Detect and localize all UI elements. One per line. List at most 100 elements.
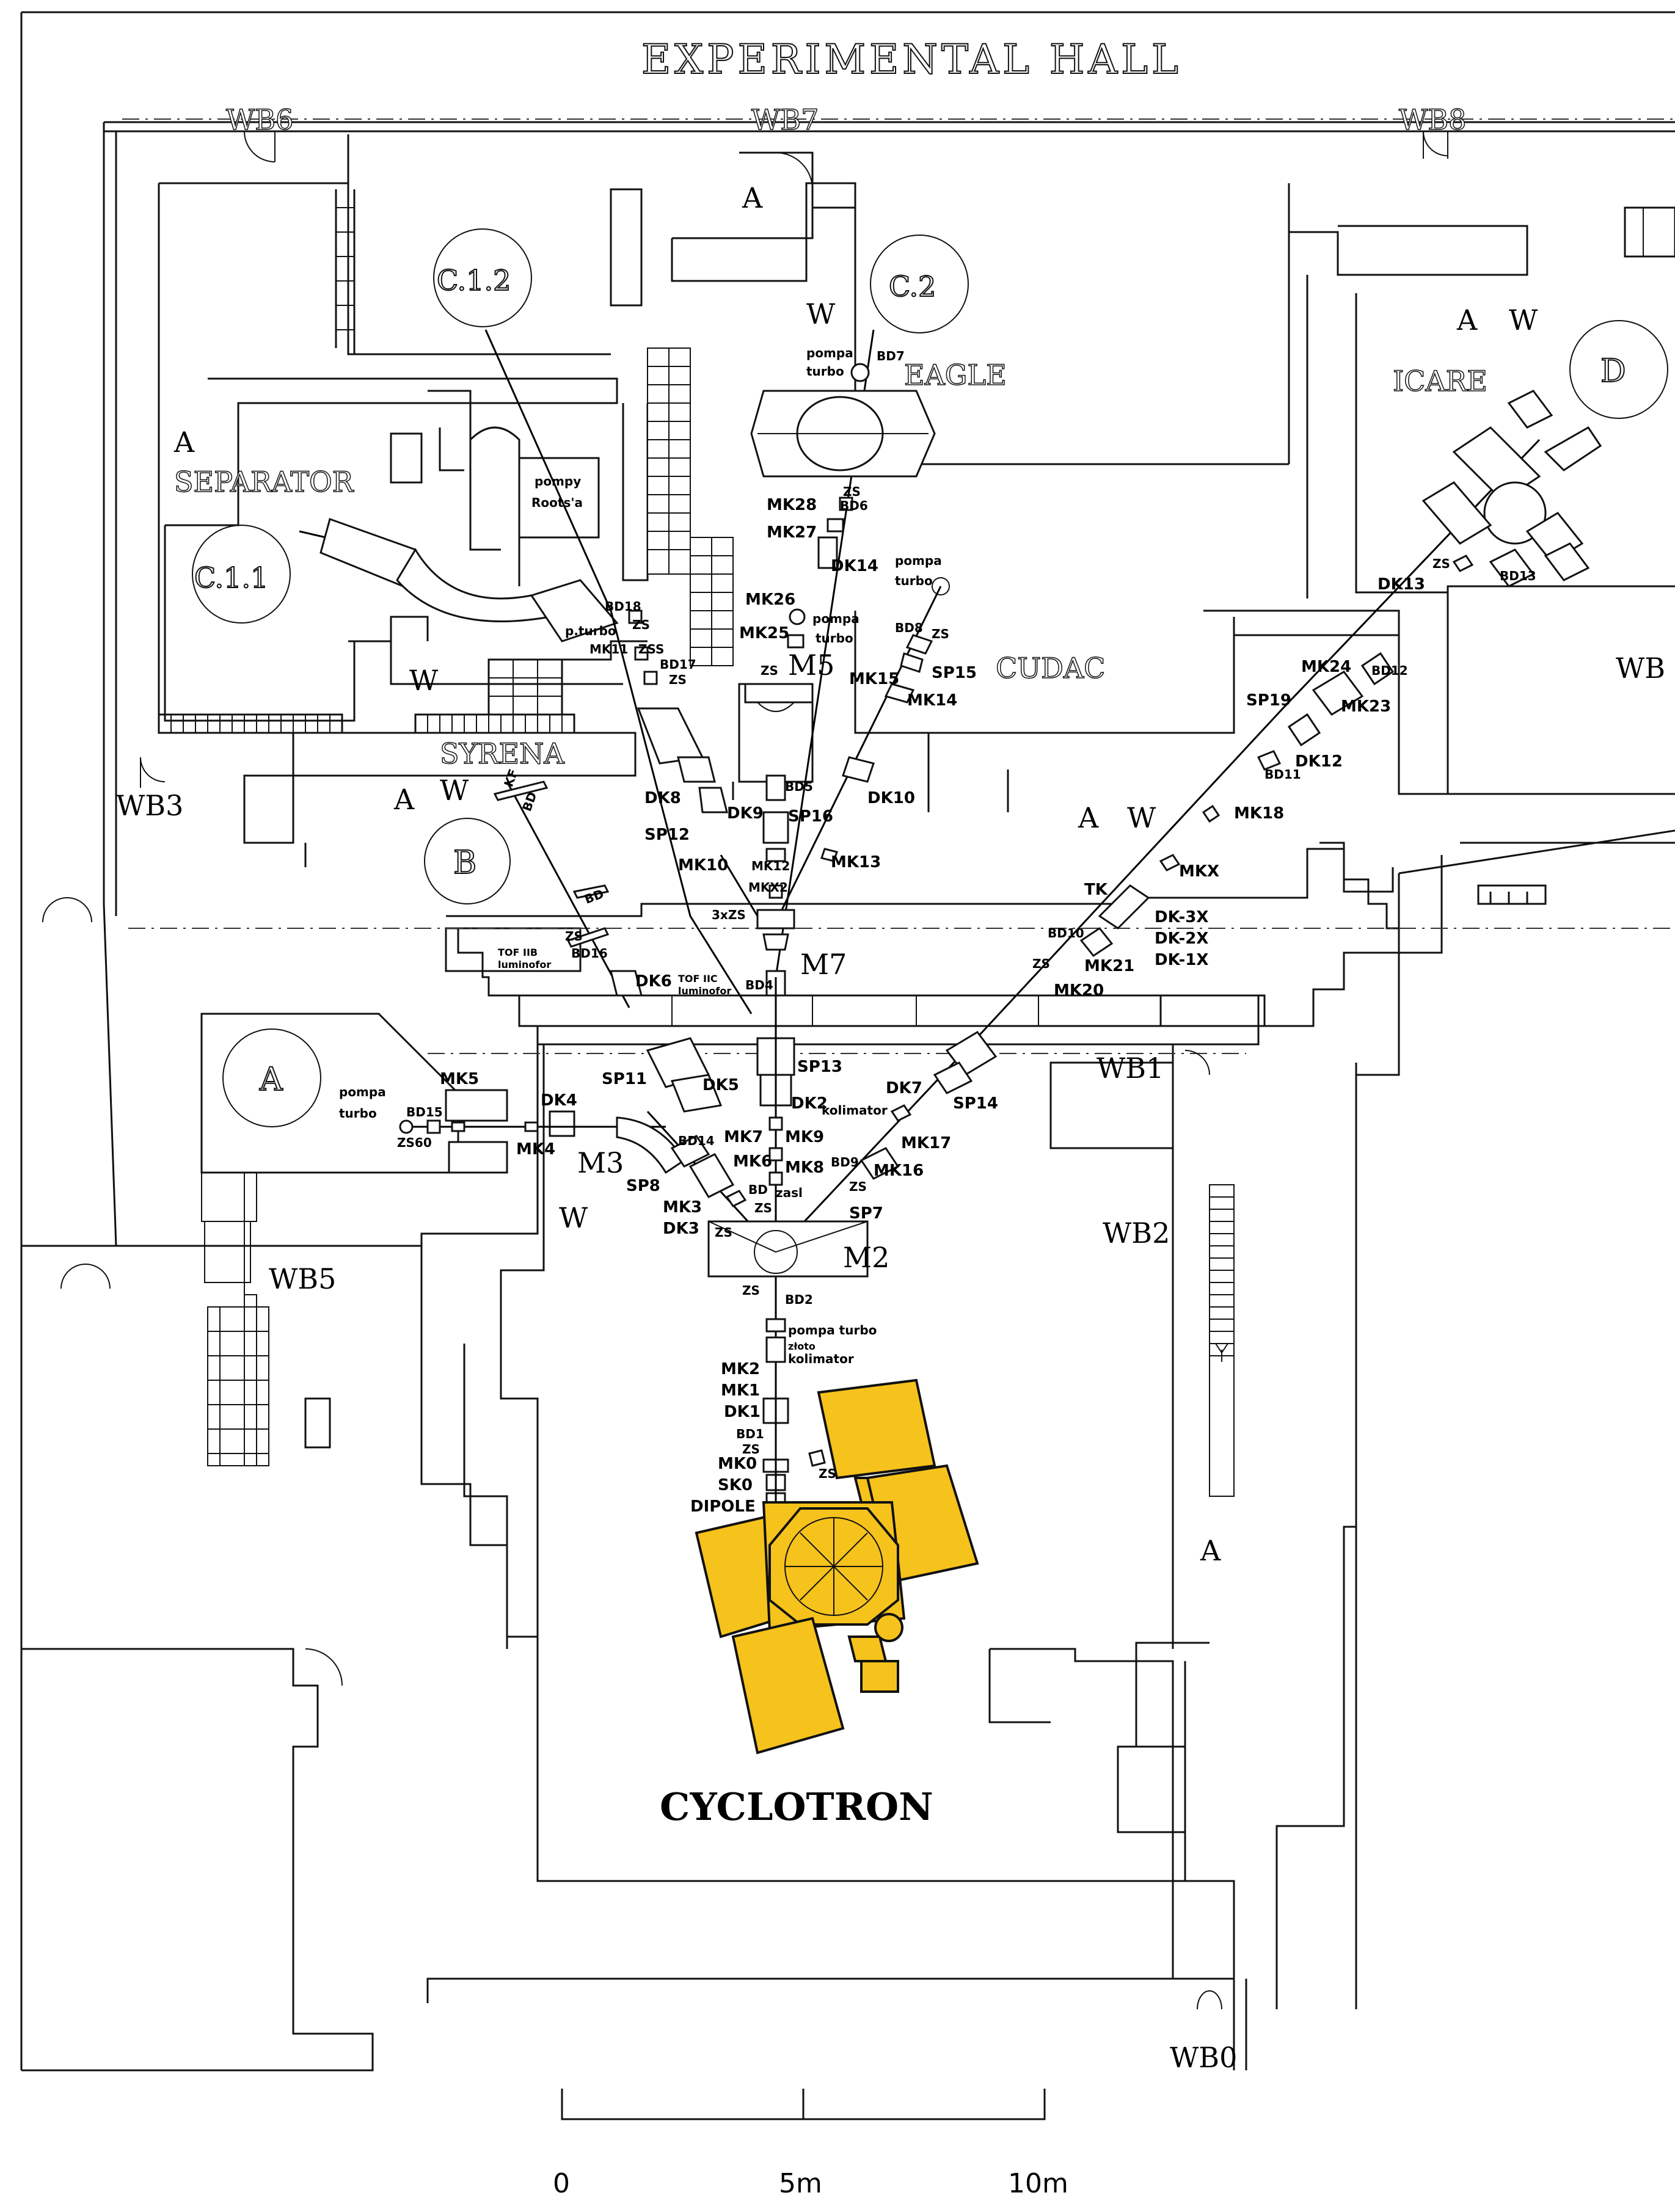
label-mkx2: MKX2 (748, 880, 788, 895)
label-sp19: SP19 (1246, 691, 1291, 710)
label-mk26: MK26 (745, 591, 795, 609)
label-mk13: MK13 (831, 853, 881, 871)
label-mk0: MK0 (718, 1455, 757, 1473)
label-kolimator-1: kolimator (822, 1103, 888, 1118)
label-bd8: BD8 (895, 620, 923, 635)
central-platform (446, 842, 1399, 1046)
label-bd12: BD12 (1371, 663, 1408, 678)
marker-w-5: W (1127, 801, 1156, 834)
label-bd16: BD16 (571, 946, 608, 961)
marker-a-5: A (1078, 801, 1099, 834)
label-kf: KF (501, 767, 521, 789)
label-pompa-turbo: pompa turbo (788, 1323, 877, 1337)
label-roots: Roots'a (531, 495, 583, 510)
label-zs60: ZS60 (397, 1135, 432, 1150)
label-sp8: SP8 (626, 1177, 660, 1195)
room-cudac: CUDAC (996, 652, 1105, 685)
magnet-m7: M7 (800, 948, 847, 981)
label-pompa-m5: pompa (812, 611, 859, 626)
label-bd7: BD7 (877, 349, 905, 363)
marker-a-6: A (1200, 1534, 1221, 1567)
equipment-labels: MK5 DK4 MK4 pompa turbo BD15 ZS60 pompy … (339, 346, 1536, 1516)
marker-a-4: A (393, 783, 415, 816)
label-zs-m2: ZS (754, 1201, 772, 1215)
label-dk6: DK6 (635, 972, 672, 991)
label-zs-cyc: ZS (742, 1442, 760, 1457)
markers: A W A W A W A W A W W A (173, 181, 1538, 1567)
label-mk2: MK2 (721, 1360, 760, 1378)
magnet-labels: M2 M3 M5 M7 (577, 649, 889, 1274)
label-zs-m2b: ZS (715, 1225, 732, 1240)
label-bd5: BD5 (785, 779, 813, 794)
label-sp14: SP14 (953, 1094, 998, 1113)
label-dk13: DK13 (1378, 575, 1425, 594)
gate-wb-right: WB (1616, 652, 1665, 685)
label-zloto: złoto (788, 1341, 816, 1352)
area-c2-label: C.2 (889, 270, 936, 303)
room-separator: SEPARATOR (174, 465, 354, 498)
label-sp16: SP16 (788, 807, 833, 826)
label-zss: ZSS (638, 642, 664, 657)
label-dk2: DK2 (791, 1094, 828, 1113)
label-three-zs: 3xZS (712, 908, 746, 922)
area-d-letter: D (1600, 353, 1626, 390)
label-dk10: DK10 (867, 789, 915, 807)
label-sp13: SP13 (797, 1058, 842, 1076)
marker-w-3: W (409, 664, 439, 697)
label-bd14: BD14 (678, 1133, 715, 1148)
label-dk1x: DK-1X (1155, 951, 1208, 969)
label-bd3: BD (748, 1182, 768, 1197)
marker-w-1: W (806, 297, 836, 330)
label-mk14: MK14 (907, 691, 957, 710)
label-dk1: DK1 (724, 1403, 761, 1421)
label-zs-mk20: ZS (1032, 956, 1050, 971)
scale-bar: 0 5m 10m (553, 2089, 1068, 2199)
m3-beamline (646, 1110, 777, 1253)
label-p-turbo: p.turbo (565, 624, 616, 638)
label-mk10: MK10 (678, 856, 728, 875)
area-c11-label: C.1.1 (194, 561, 268, 594)
label-zs-eagle: ZS (843, 484, 861, 499)
marker-a-3: A (173, 426, 195, 459)
label-mk6: MK6 (733, 1152, 772, 1171)
label-dk8: DK8 (644, 789, 681, 807)
label-mkx: MKX (1179, 862, 1219, 881)
label-tk: TK (1084, 881, 1108, 899)
label-mk12: MK12 (751, 859, 790, 873)
eagle-beamline (720, 235, 969, 1380)
label-dk7: DK7 (886, 1079, 922, 1097)
doors (42, 131, 1448, 2010)
label-dk5: DK5 (702, 1076, 739, 1094)
label-mk18: MK18 (1234, 804, 1284, 823)
label-mk5: MK5 (440, 1070, 479, 1088)
label-bd2: BD2 (785, 1292, 813, 1307)
gate-wb3: WB3 (116, 789, 183, 822)
label-mk11: MK11 (589, 642, 628, 657)
label-dk2x: DK-2X (1155, 930, 1208, 948)
label-bd1: BD1 (736, 1427, 764, 1441)
label-zs-sep: ZS (632, 617, 650, 632)
separator-beamline (192, 228, 753, 1113)
label-kolimator-2: kolimator (788, 1352, 854, 1366)
label-dipole: DIPOLE (690, 1497, 756, 1516)
label-zs-cudac: ZS (932, 627, 949, 641)
area-c12-label: C.1.2 (437, 264, 511, 297)
gate-wb0: WB0 (1170, 2041, 1237, 2074)
corridor-bars (243, 732, 1009, 972)
label-zs-syr: ZS (565, 929, 583, 944)
label-turbo-cudac: turbo (895, 573, 933, 588)
icare-beamline (775, 320, 1668, 1253)
magnet-m3: M3 (577, 1146, 624, 1179)
label-luminofor-1: luminofor (498, 959, 551, 970)
label-pompa-cudac: pompa (895, 553, 942, 568)
cyclotron-title: CYCLOTRON (660, 1785, 933, 1829)
label-bd18: BD18 (605, 599, 641, 614)
label-sp15: SP15 (932, 664, 977, 682)
label-luminofor-2: luminofor (678, 985, 731, 997)
area-a-equipment (200, 1013, 686, 1466)
label-mk4: MK4 (516, 1140, 555, 1159)
label-zs-m2c: ZS (742, 1283, 760, 1298)
label-sp11: SP11 (602, 1070, 647, 1088)
label-sp7: SP7 (849, 1204, 883, 1223)
